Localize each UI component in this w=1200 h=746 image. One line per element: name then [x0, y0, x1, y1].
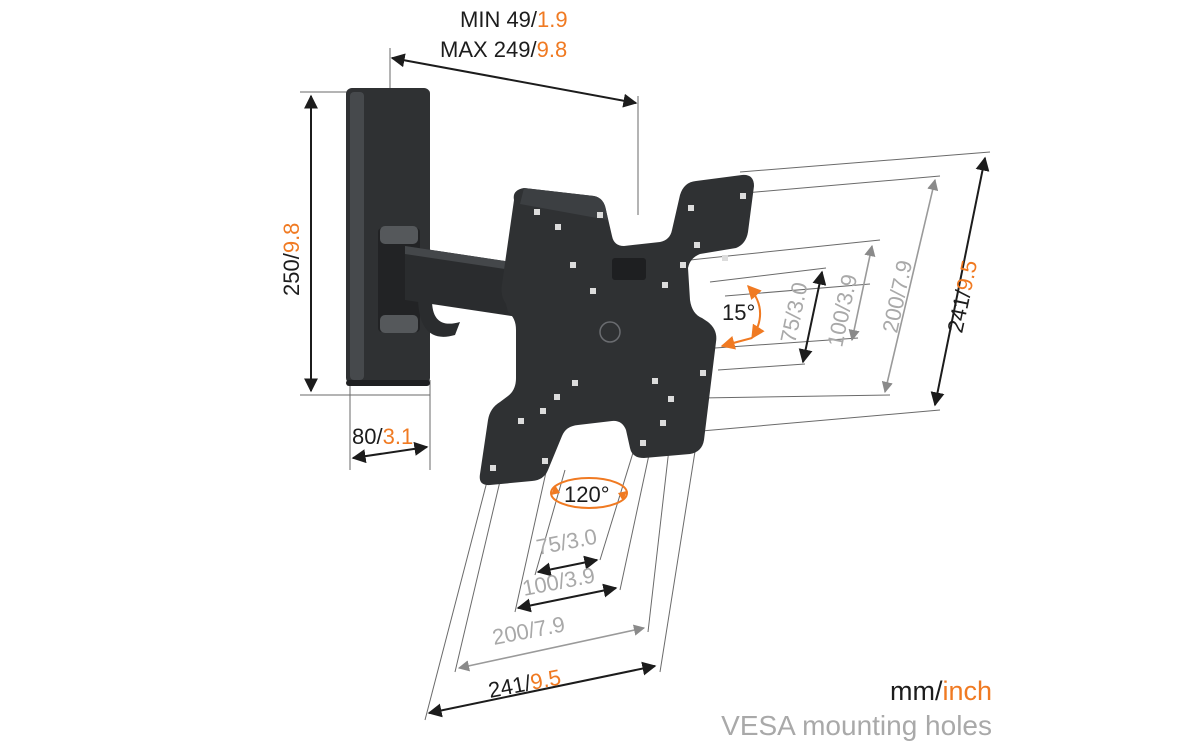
label-plate-height: 241/9.5	[942, 258, 982, 335]
label-tilt-angle: 15°	[722, 300, 755, 325]
label-vesa-h-200: 200/7.9	[490, 611, 567, 650]
label-plate-width: 241/9.5	[486, 664, 563, 703]
units-legend: mm/inch	[890, 676, 992, 707]
label-vesa-v-75: 75/3.0	[775, 280, 812, 345]
vesa-caption: VESA mounting holes	[721, 710, 992, 741]
label-swivel-angle: 120°	[564, 482, 610, 507]
label-vesa-h-75: 75/3.0	[534, 524, 599, 560]
label-wall-width: 80/3.1	[352, 424, 413, 449]
label-vesa-v-100: 100/3.9	[822, 272, 862, 349]
swing-arm	[378, 226, 525, 337]
swivel-rotation-icon	[550, 477, 628, 509]
label-vesa-v-200: 200/7.9	[877, 258, 917, 335]
units-inch: inch	[942, 676, 992, 706]
label-arm-min: MIN 49/1.9	[460, 7, 568, 32]
vesa-plate	[479, 174, 754, 486]
tilt-rotation-icon	[720, 284, 765, 350]
dimension-arrows	[304, 53, 990, 718]
label-arm-max: MAX 249/9.8	[440, 37, 567, 62]
units-mm: mm/	[889, 676, 943, 706]
label-wall-height: 250/9.8	[279, 223, 304, 296]
